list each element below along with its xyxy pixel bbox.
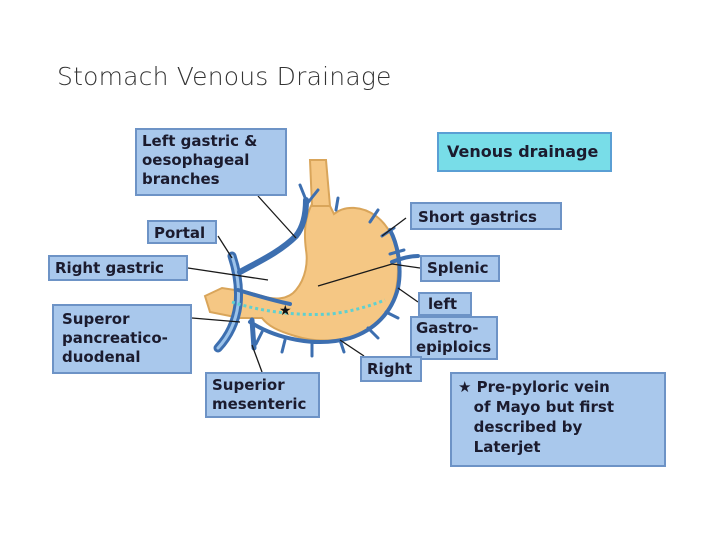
header-venous-drainage: Venous drainage — [437, 132, 612, 172]
leader-superior-mesenteric — [252, 345, 262, 372]
leader-left-gastric — [258, 196, 296, 238]
label-left-gastric: Left gastric & oesophageal branches — [135, 128, 287, 196]
label-splenic: Splenic — [420, 255, 500, 282]
star-marker: ★ — [279, 304, 292, 318]
label-short-gastrics: Short gastrics — [410, 202, 562, 230]
label-left-gastroepiploic: left — [418, 292, 472, 316]
label-portal: Portal — [147, 220, 217, 244]
superior-mesenteric-vein — [252, 320, 254, 348]
leader-right-gastric — [188, 268, 268, 280]
left-gastric-vein — [240, 200, 306, 272]
label-superior-pancreaticoduodenal: Superor pancreatico- duodenal — [52, 304, 192, 374]
label-superior-mesenteric: Superior mesenteric — [205, 372, 320, 418]
leader-portal — [218, 236, 232, 258]
label-gastroepiploics: Gastro- epiploics — [410, 316, 498, 360]
label-right-gastric: Right gastric — [48, 255, 188, 281]
leader-left-gastroepiploic — [398, 288, 418, 302]
note-pre-pyloric-vein: ★ Pre-pyloric vein of Mayo but first des… — [450, 372, 666, 467]
oesophagus — [310, 160, 330, 206]
label-right-gastroepiploic: Right — [360, 356, 422, 382]
